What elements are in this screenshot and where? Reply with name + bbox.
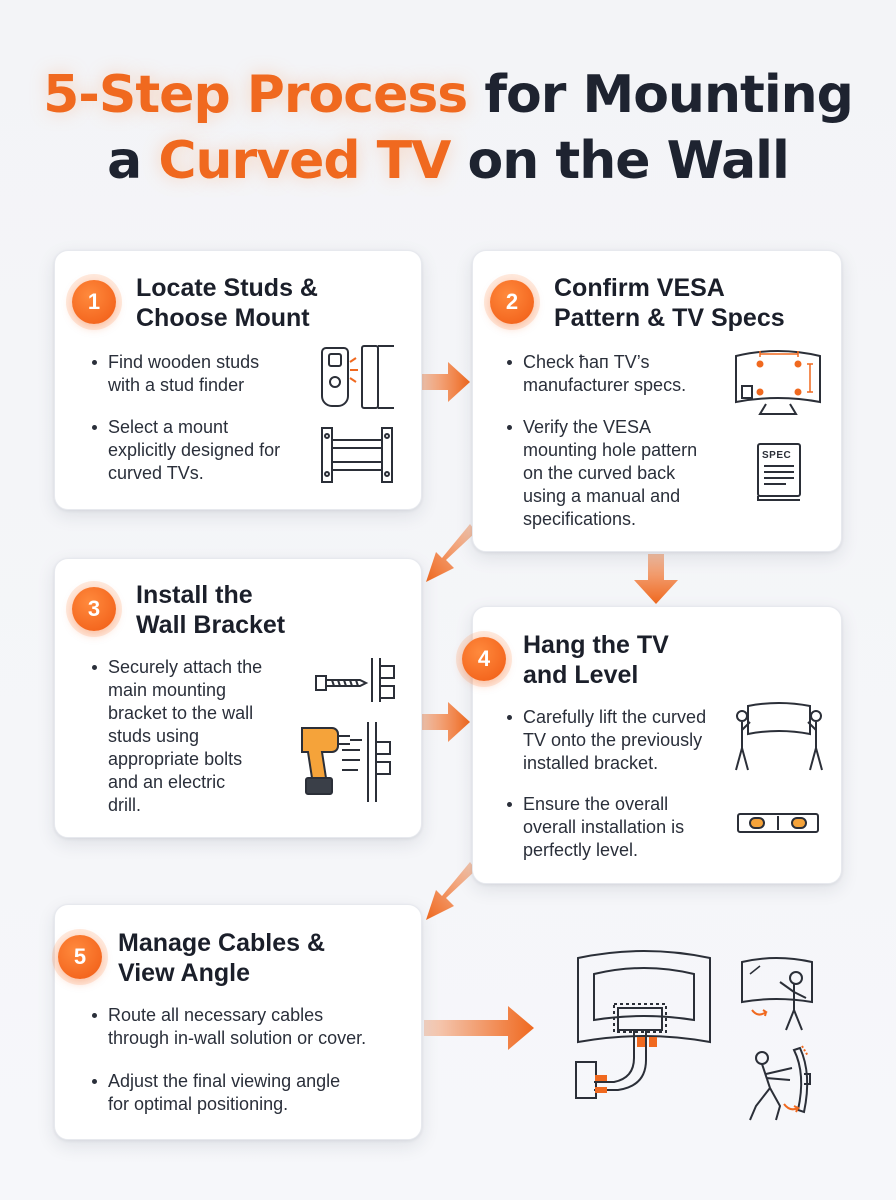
step-title-4: Hang the TV and Level — [523, 631, 669, 689]
person-adjusting-tv-icon — [741, 957, 813, 1031]
vesa-tv-back-icon — [735, 350, 821, 415]
title-rest-2: on the Wall — [450, 131, 789, 191]
step-badge-4: 4 — [462, 637, 506, 681]
title-rest-1: for Mounting — [467, 65, 854, 125]
arrow-step3-to-step4 — [422, 702, 470, 742]
step-card-4 — [472, 606, 842, 884]
step-badge-3: 3 — [72, 587, 116, 631]
arrow-step2-to-step3 — [426, 524, 476, 582]
step1-bullet-1: Find wooden studs with a stud finder — [91, 352, 260, 395]
step5-bullet-1: Route all necessary cables through in-wa… — [91, 1005, 367, 1048]
step-title-1: Locate Studs & Choose Mount — [136, 274, 318, 332]
step-badge-5: 5 — [58, 935, 102, 979]
arrow-step2-to-step4 — [634, 554, 678, 604]
spec-manual-icon — [757, 443, 801, 501]
arrow-step1-to-step2 — [422, 362, 470, 402]
bolt-bracket-icon — [315, 658, 395, 702]
people-lifting-tv-icon — [735, 702, 823, 771]
title-a: a — [107, 131, 159, 191]
step-badge-1: 1 — [72, 280, 116, 324]
step1-bullet-2: Select a mount explicitly designed for c… — [91, 417, 281, 483]
electric-drill-icon — [301, 722, 391, 802]
step3-bullet-1: Securely attach the main mounting bracke… — [91, 657, 263, 815]
page-title: 5-Step Process for Mounting a Curved TV … — [0, 62, 896, 194]
title-highlight-2: Curved TV — [158, 131, 451, 191]
step5-bullet-2: Adjust the final viewing angle for optim… — [91, 1071, 341, 1114]
cable-management-icon — [575, 950, 711, 1099]
tv-mount-bracket-icon — [321, 427, 393, 483]
step4-bullet-2: Ensure the overall overall installation … — [506, 794, 685, 860]
person-tilting-tv-icon — [749, 1045, 811, 1121]
arrow-step4-to-step5 — [426, 862, 476, 920]
step2-bullet-1: Check ħап TV’s manufacturer specs. — [506, 352, 687, 395]
step-title-2: Confirm VESA Pattern & TV Specs — [554, 274, 785, 332]
spirit-level-icon — [737, 813, 819, 833]
step-card-1 — [54, 250, 422, 510]
stud-finder-icon — [321, 345, 394, 409]
step4-bullet-1: Carefully lift the curved TV onto the pr… — [506, 707, 707, 773]
spec-label: SPEC — [762, 450, 792, 461]
step-title-5: Manage Cables & View Angle — [118, 929, 326, 987]
step-card-5 — [54, 904, 422, 1140]
arrow-step5-to-cables — [424, 1006, 534, 1050]
step-badge-2: 2 — [490, 280, 534, 324]
step-card-3 — [54, 558, 422, 838]
step2-bullet-2: Verify the VESA mounting hole pattern on… — [506, 417, 698, 529]
title-highlight-1: 5-Step Process — [43, 65, 468, 125]
step-title-3: Install the Wall Bracket — [136, 581, 286, 639]
